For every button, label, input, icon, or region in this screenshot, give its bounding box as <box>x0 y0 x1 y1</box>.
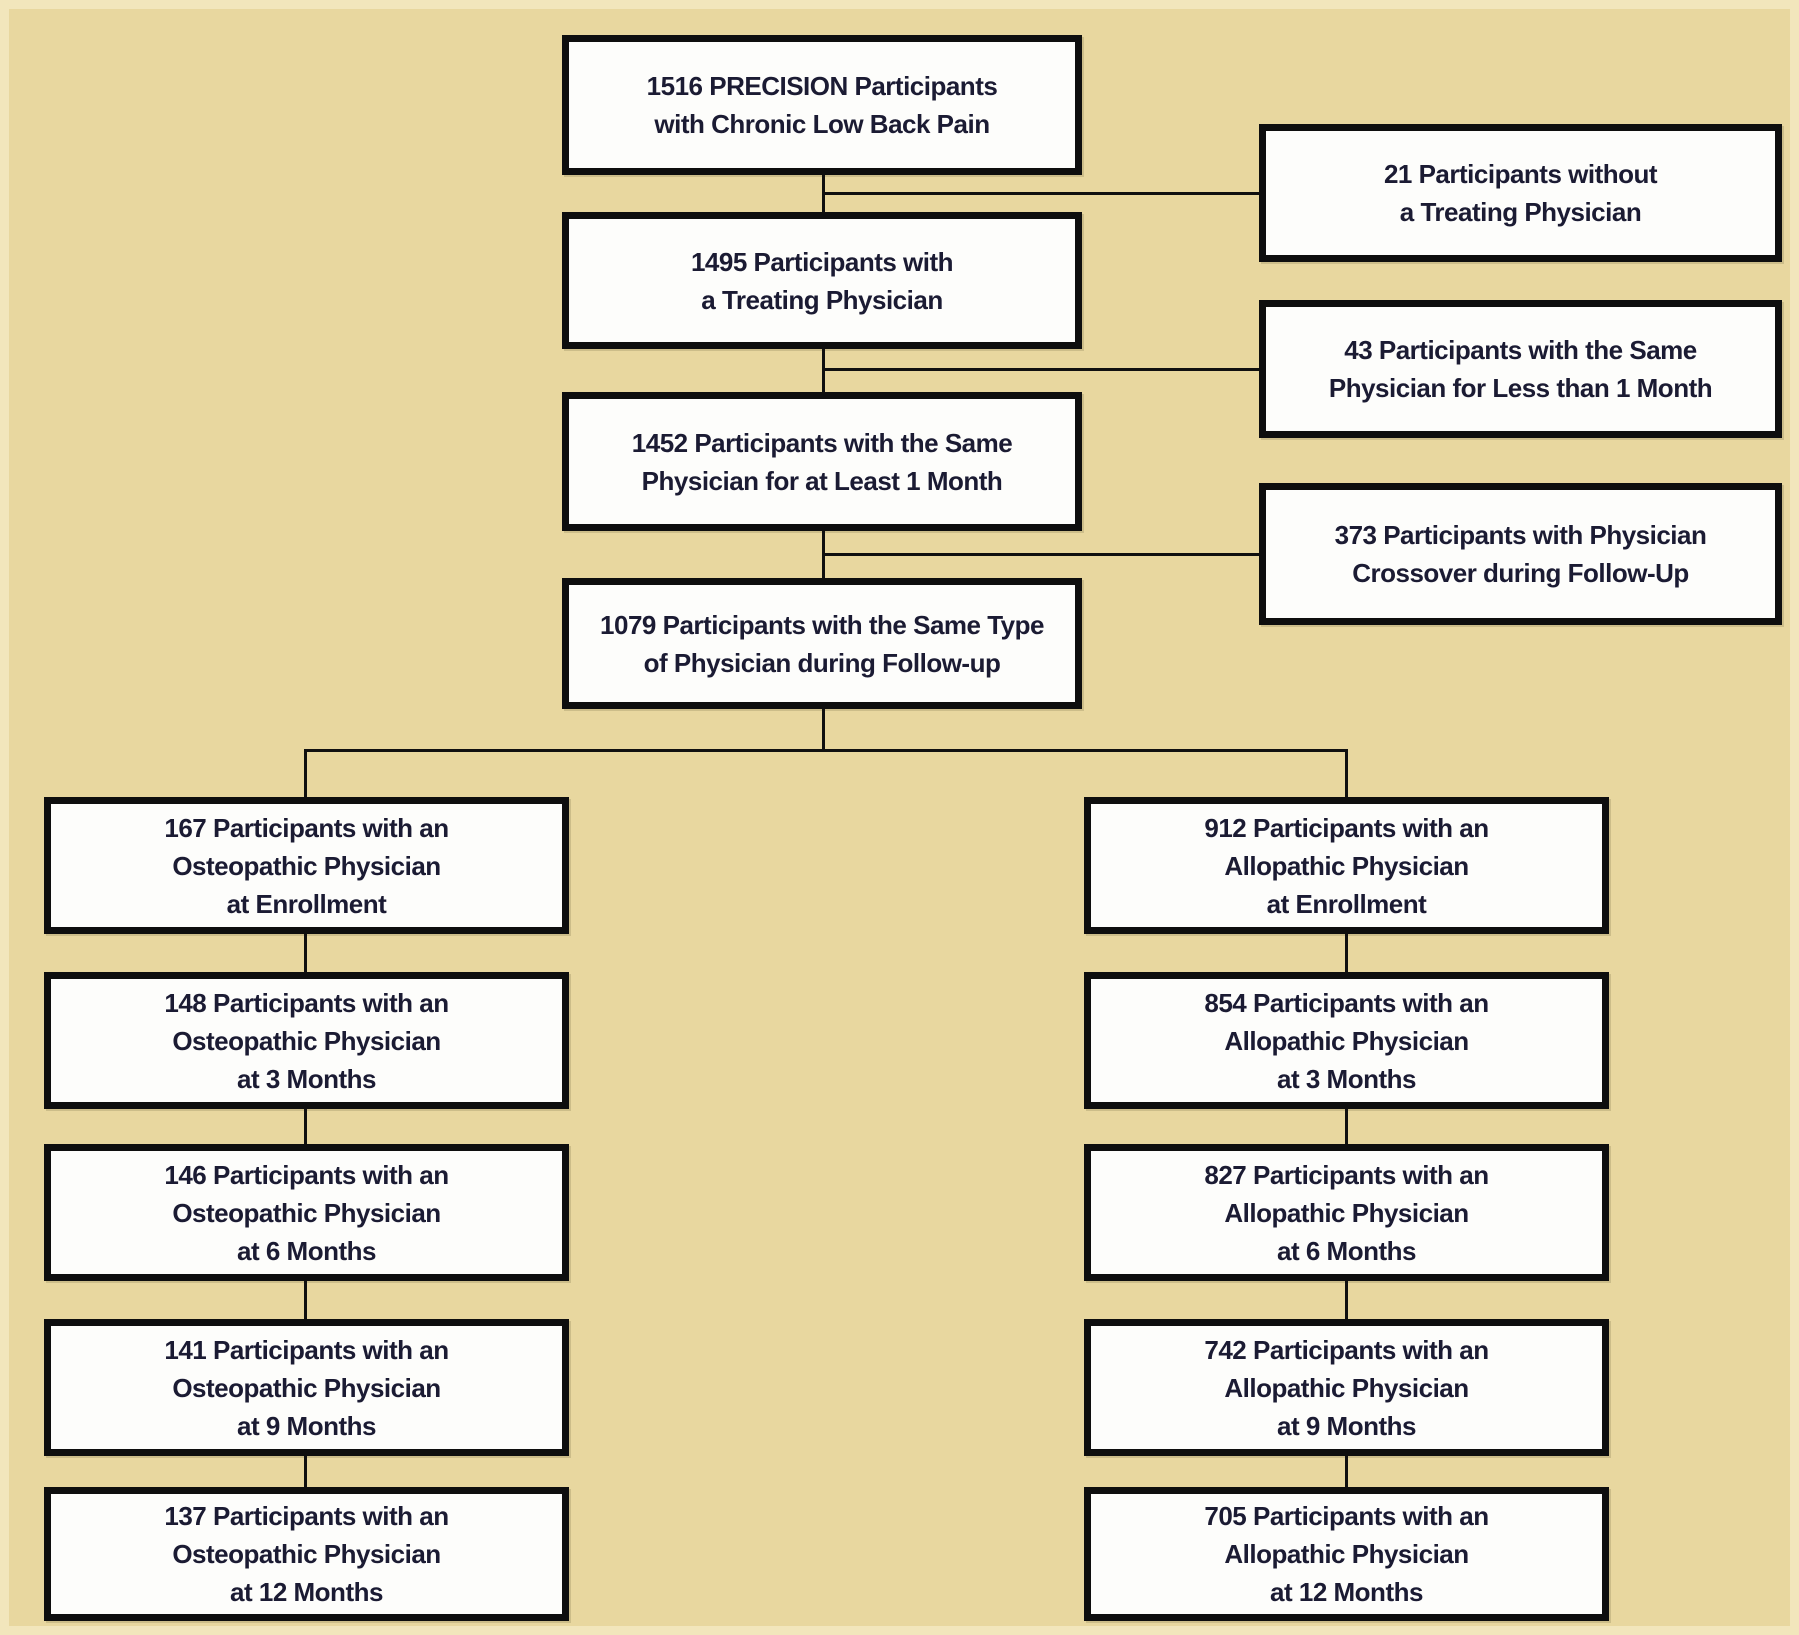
flow-box-1495-treating-physician: 1495 Participants with a Treating Physic… <box>562 212 1082 349</box>
box-text-line: 141 Participants with an <box>164 1334 449 1365</box>
box-text-line: with Chronic Low Back Pain <box>654 109 990 139</box>
box-text-line: at 12 Months <box>230 1577 383 1607</box>
connector-osteo-4-5 <box>304 1456 307 1487</box>
box-text-line: Osteopathic Physician <box>172 1025 441 1056</box>
flow-box-1452-same-physician-1-month: 1452 Participants with the Same Physicia… <box>562 392 1082 531</box>
box-text-line: a Treating Physician <box>701 284 943 315</box>
flow-box-146-osteopathic-6-months: 146 Participants with an Osteopathic Phy… <box>44 1144 569 1281</box>
box-text-line: 742 Participants with an <box>1204 1334 1489 1365</box>
flow-box-373-physician-crossover: 373 Participants with Physician Crossove… <box>1259 483 1782 625</box>
flow-box-705-allopathic-12-months: 705 Participants with an Allopathic Phys… <box>1084 1487 1609 1621</box>
connector-branch-43 <box>822 368 1259 371</box>
box-text-line: Allopathic Physician <box>1224 1025 1469 1056</box>
box-text-line: Allopathic Physician <box>1224 1539 1469 1569</box>
box-text-line: of Physician during Follow-up <box>643 647 1001 678</box>
flow-box-1079-same-type-physician: 1079 Participants with the Same Type of … <box>562 578 1082 709</box>
box-text-line: at 3 Months <box>237 1063 376 1094</box>
box-text-line: at Enrollment <box>1266 888 1427 919</box>
box-text-line: at 6 Months <box>237 1235 376 1266</box>
box-text-line: 705 Participants with an <box>1204 1501 1489 1531</box>
box-text-line: Crossover during Follow-Up <box>1352 558 1689 588</box>
box-text-line: Physician for at Least 1 Month <box>641 465 1003 496</box>
box-text-line: Allopathic Physician <box>1224 850 1469 881</box>
box-text-line: 137 Participants with an <box>164 1501 449 1531</box>
box-text-line: at Enrollment <box>226 888 387 919</box>
flow-box-1516-precision: 1516 PRECISION Participants with Chronic… <box>562 35 1082 175</box>
box-text-line: 827 Participants with an <box>1204 1159 1489 1190</box>
flow-box-148-osteopathic-3-months: 148 Participants with an Osteopathic Phy… <box>44 972 569 1109</box>
connector-allo-1-2 <box>1345 934 1348 972</box>
flow-box-854-allopathic-3-months: 854 Participants with an Allopathic Phys… <box>1084 972 1609 1109</box>
connector-osteo-1-2 <box>304 934 307 972</box>
connector-split-bar <box>304 749 1348 752</box>
flow-box-167-osteopathic-enrollment: 167 Participants with an Osteopathic Phy… <box>44 797 569 934</box>
box-text-line: Osteopathic Physician <box>172 1197 441 1228</box>
box-text-line: 43 Participants with the Same <box>1344 335 1697 365</box>
flow-box-742-allopathic-9-months: 742 Participants with an Allopathic Phys… <box>1084 1319 1609 1456</box>
flow-box-912-allopathic-enrollment: 912 Participants with an Allopathic Phys… <box>1084 797 1609 934</box>
box-text-line: Physician for Less than 1 Month <box>1328 373 1713 403</box>
box-text-line: 1495 Participants with <box>690 246 954 277</box>
connector-allo-2-3 <box>1345 1109 1348 1144</box>
connector-osteo-3-4 <box>304 1281 307 1319</box>
connector-allo-4-5 <box>1345 1456 1348 1487</box>
connector-osteo-2-3 <box>304 1109 307 1144</box>
box-text-line: 912 Participants with an <box>1204 812 1489 843</box>
box-text-line: 1516 PRECISION Participants <box>646 71 998 101</box>
box-text-line: a Treating Physician <box>1399 197 1642 227</box>
box-text-line: 1452 Participants with the Same <box>631 427 1013 458</box>
box-text-line: 21 Participants without <box>1383 159 1658 189</box>
box-text-line: at 12 Months <box>1270 1577 1423 1607</box>
box-text-line: Osteopathic Physician <box>172 850 441 881</box>
flow-box-827-allopathic-6-months: 827 Participants with an Allopathic Phys… <box>1084 1144 1609 1281</box>
flow-box-137-osteopathic-12-months: 137 Participants with an Osteopathic Phy… <box>44 1487 569 1621</box>
box-text-line: 146 Participants with an <box>164 1159 449 1190</box>
connector-main-4-split <box>822 709 825 751</box>
box-text-line: Osteopathic Physician <box>172 1539 441 1569</box>
box-text-line: Osteopathic Physician <box>172 1372 441 1403</box>
box-text-line: 1079 Participants with the Same Type <box>600 609 1044 640</box>
flow-box-141-osteopathic-9-months: 141 Participants with an Osteopathic Phy… <box>44 1319 569 1456</box>
box-text-line: 148 Participants with an <box>164 987 449 1018</box>
flow-box-21-without-treating-physician: 21 Participants without a Treating Physi… <box>1259 124 1782 262</box>
connector-branch-373 <box>822 553 1259 556</box>
box-text-line: Allopathic Physician <box>1224 1372 1469 1403</box>
box-text-line: at 9 Months <box>1277 1410 1416 1441</box>
connector-drop-allopathic <box>1345 749 1348 797</box>
box-text-line: 373 Participants with Physician <box>1334 520 1707 550</box>
box-text-line: 167 Participants with an <box>164 812 449 843</box>
flow-box-43-same-physician-less-1-month: 43 Participants with the Same Physician … <box>1259 300 1782 438</box>
box-text-line: Allopathic Physician <box>1224 1197 1469 1228</box>
connector-allo-3-4 <box>1345 1281 1348 1319</box>
box-text-line: 854 Participants with an <box>1204 987 1489 1018</box>
box-text-line: at 9 Months <box>237 1410 376 1441</box>
connector-branch-21 <box>822 192 1259 195</box>
connector-drop-osteopathic <box>304 749 307 797</box>
box-text-line: at 3 Months <box>1277 1063 1416 1094</box>
box-text-line: at 6 Months <box>1277 1235 1416 1266</box>
